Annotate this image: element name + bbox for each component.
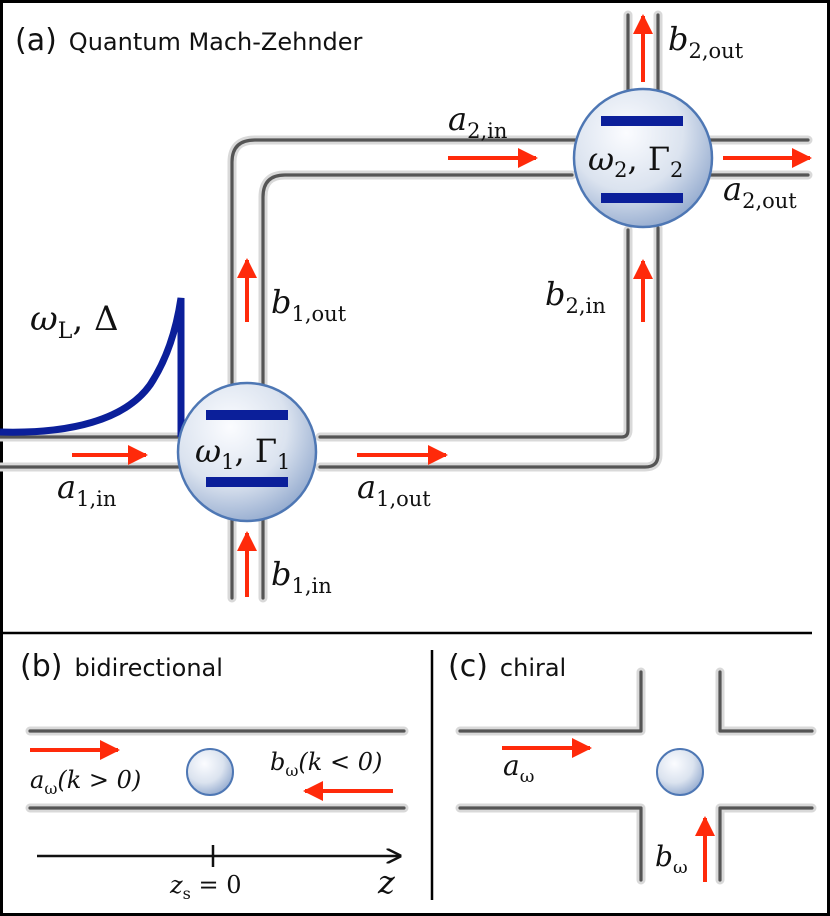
label-a1-out: a1,out: [357, 468, 431, 511]
label-bidirectional-right: bω(k < 0): [270, 748, 382, 780]
label-bidirectional-left: aω(k > 0): [30, 766, 141, 798]
panel-b: (b) bidirectional aω(k > 0) bω(k < 0) zs…: [20, 649, 409, 903]
panel-a-heading: Quantum Mach-Zehnder: [69, 28, 363, 56]
emitter-1-label: ω1, Γ1: [195, 432, 290, 474]
label-b1-in: b1,in: [271, 555, 332, 598]
panel-b-heading: bidirectional: [74, 654, 222, 682]
emitter-1-upper-level: [206, 410, 288, 420]
panel-c-title: (c) chiral: [448, 649, 566, 684]
panel-b-title: (b) bidirectional: [20, 649, 223, 684]
emitter-2: ω2, Γ2: [572, 87, 714, 229]
panel-b-tag: (b): [20, 649, 62, 684]
label-a2-in: a2,in: [448, 100, 507, 143]
label-a2-out: a2,out: [723, 170, 797, 213]
emitter-2-upper-level: [601, 116, 683, 126]
emitter-1: ω1, Γ1: [176, 381, 318, 523]
panel-c-heading: chiral: [500, 654, 566, 682]
label-a1-in: a1,in: [57, 468, 116, 511]
panel-c: (c) chiral aω bω: [448, 649, 817, 885]
label-b1-out: b1,out: [271, 283, 347, 326]
panel-c-tag: (c): [448, 649, 488, 684]
panel-a-tag: (a): [15, 23, 57, 58]
chiral-emitter: [656, 748, 704, 796]
label-zs: zs = 0: [169, 871, 242, 903]
label-chiral-b: bω: [655, 840, 688, 878]
label-b2-out: b2,out: [668, 20, 744, 63]
emitter-2-label: ω2, Γ2: [588, 140, 683, 182]
label-b2-in: b2,in: [545, 275, 606, 318]
laser-label: ωL, Δ: [30, 299, 119, 344]
label-chiral-a: aω: [503, 749, 534, 787]
z-axis-label: z: [377, 863, 396, 901]
panel-a-title: (a) Quantum Mach-Zehnder: [15, 23, 363, 58]
laser-pulse-curve: [0, 297, 185, 437]
emitter-1-lower-level: [206, 477, 288, 487]
bidirectional-emitter: [186, 748, 234, 796]
emitter-2-lower-level: [601, 193, 683, 203]
panel-a: (a) Quantum Mach-Zehnder ωL, Δ: [0, 10, 813, 603]
panel-a-arrows: [72, 14, 812, 597]
